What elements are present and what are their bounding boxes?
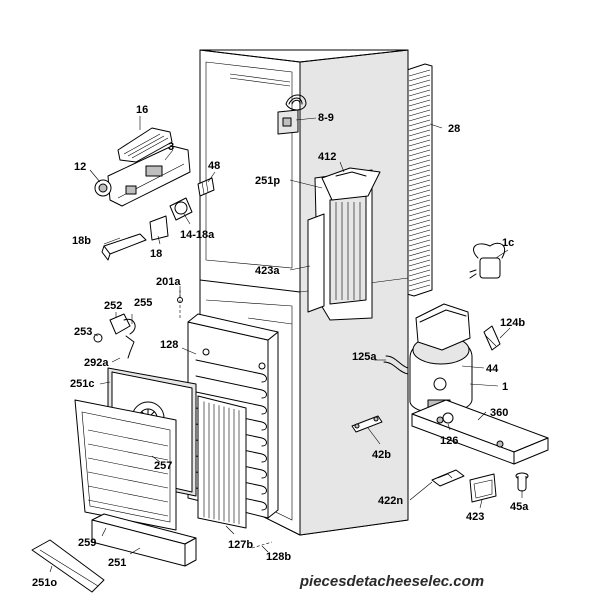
label-257: 257 bbox=[154, 460, 172, 472]
label-1c: 1c bbox=[502, 237, 514, 249]
label-126: 126 bbox=[440, 435, 458, 447]
relay-252 bbox=[109, 313, 136, 335]
label-124b: 124b bbox=[500, 317, 525, 329]
compressor-rail-360 bbox=[411, 399, 549, 465]
label-259: 259 bbox=[78, 537, 96, 549]
label-42b: 42b bbox=[372, 449, 391, 461]
switch-18b bbox=[101, 233, 147, 261]
label-255: 255 bbox=[134, 297, 152, 309]
label-253: 253 bbox=[74, 326, 92, 338]
label-45a: 45a bbox=[510, 501, 529, 513]
label-251p: 251p bbox=[255, 175, 280, 187]
start-relay-124b bbox=[483, 325, 501, 351]
label-127b: 127b bbox=[228, 539, 253, 551]
label-1: 1 bbox=[502, 381, 508, 393]
foot-45a bbox=[515, 472, 529, 492]
clip-253 bbox=[93, 333, 103, 343]
pcb-422n bbox=[431, 469, 465, 487]
label-128: 128 bbox=[160, 339, 178, 351]
grommet-126 bbox=[442, 412, 454, 424]
label-128b: 128b bbox=[266, 551, 291, 563]
label-18b: 18b bbox=[72, 235, 91, 247]
light-cover-16 bbox=[117, 127, 173, 163]
label-28: 28 bbox=[448, 123, 460, 135]
clip-18 bbox=[149, 215, 169, 241]
label-252: 252 bbox=[104, 300, 122, 312]
lamp-socket-14-18a bbox=[169, 197, 193, 221]
label-14-18a: 14-18a bbox=[180, 229, 215, 241]
thermostat-bracket bbox=[277, 94, 307, 135]
capacitor-1c bbox=[469, 242, 506, 279]
hinge-128b bbox=[251, 541, 273, 549]
door-gasket-strip bbox=[31, 539, 105, 593]
knob-12 bbox=[94, 179, 112, 197]
label-423a: 423a bbox=[255, 265, 280, 277]
module-423 bbox=[469, 473, 497, 503]
pipe-125a bbox=[383, 355, 409, 375]
leader-lines bbox=[49, 116, 523, 573]
label-360: 360 bbox=[490, 407, 508, 419]
label-3: 3 bbox=[168, 141, 174, 153]
freezer-rear-panel bbox=[74, 399, 177, 531]
label-422n: 422n bbox=[378, 495, 403, 507]
label-16: 16 bbox=[136, 104, 148, 116]
label-292a: 292a bbox=[84, 357, 109, 369]
thermostat-housing-3 bbox=[107, 145, 191, 207]
fan-housing bbox=[197, 395, 247, 529]
hinge-42b bbox=[351, 415, 383, 433]
label-201a: 201a bbox=[156, 276, 181, 288]
label-251c: 251c bbox=[70, 378, 94, 390]
evaporator-assembly bbox=[307, 167, 381, 321]
bottom-drip-tray bbox=[91, 513, 197, 567]
label-423: 423 bbox=[466, 511, 484, 523]
connector-255 bbox=[125, 335, 135, 359]
label-8-9: 8-9 bbox=[318, 112, 334, 124]
label-251o: 251o bbox=[32, 577, 57, 589]
label-44: 44 bbox=[486, 363, 499, 375]
label-12: 12 bbox=[74, 161, 86, 173]
label-18: 18 bbox=[150, 248, 162, 260]
label-251: 251 bbox=[108, 557, 126, 569]
label-125a: 125a bbox=[352, 351, 377, 363]
label-48: 48 bbox=[208, 160, 220, 172]
label-412: 412 bbox=[318, 151, 336, 163]
condenser-coil bbox=[406, 63, 433, 297]
watermark-text: piecesdetacheeselec.com bbox=[299, 573, 484, 590]
lamp-48 bbox=[197, 177, 215, 197]
compressor-44 bbox=[409, 303, 473, 414]
callout-labels: 16 3 12 48 14-18a 18b 18 8-9 28 412 251p… bbox=[32, 104, 529, 589]
